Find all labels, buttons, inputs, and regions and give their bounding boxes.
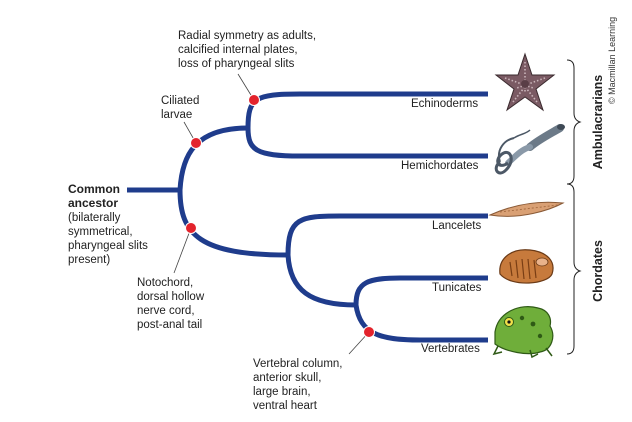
branch-lancelets — [285, 213, 488, 256]
trait-markers — [185, 94, 375, 338]
trait-vertebral-line1: Vertebral column, — [253, 358, 343, 370]
group-brackets — [566, 59, 582, 355]
trait-notochord-line3: nerve cord, — [137, 305, 195, 317]
root-desc-line3: pharyngeal slits — [68, 240, 148, 252]
trait-dot-radial — [248, 94, 260, 106]
leader-notochord — [173, 227, 192, 274]
root-desc-line1: (bilaterally — [68, 212, 121, 224]
trait-notochord-line4: post-anal tail — [137, 319, 203, 331]
trait-dot-ciliated — [190, 137, 202, 149]
trait-notochord-line2: dorsal hollow — [137, 291, 205, 303]
branch-olfactores — [285, 254, 357, 308]
taxon-tunicates: Tunicates — [432, 282, 482, 294]
taxon-hemichordates: Hemichordates — [401, 160, 479, 172]
taxon-lancelets: Lancelets — [432, 220, 482, 232]
trait-radial-line3: loss of pharyngeal slits — [178, 58, 295, 70]
frog-icon — [492, 306, 554, 359]
acorn-worm-icon — [494, 124, 565, 175]
root-title-line1: Common — [68, 182, 120, 196]
lancelet-icon — [488, 201, 565, 217]
branch-tunicates — [353, 275, 488, 306]
trait-ciliated-line1: Ciliated — [161, 95, 200, 107]
trait-dot-notochord — [185, 222, 197, 234]
branch-ambulacrarian-stem — [177, 125, 249, 191]
branch-hemichordates — [245, 127, 488, 159]
tunicate-icon — [499, 249, 554, 284]
root-title-line2: ancestor — [68, 196, 119, 210]
group-chordates: Chordates — [591, 240, 605, 302]
root-desc-line4: present) — [68, 254, 111, 266]
taxon-vertebrates: Vertebrates — [421, 343, 480, 355]
trait-ciliated-line2: larvae — [161, 109, 193, 121]
trait-vertebral-line4: ventral heart — [253, 400, 317, 412]
tree-branches — [127, 91, 488, 343]
starfish-icon — [494, 52, 556, 112]
root-desc-line2: symmetrical, — [68, 226, 133, 238]
group-ambulacrarians: Ambulacrarians — [591, 74, 605, 170]
copyright-credit: © Macmillan Learning — [607, 16, 617, 104]
trait-radial-line2: calcified internal plates, — [178, 44, 298, 56]
trait-radial-line1: Radial symmetry as adults, — [178, 30, 317, 42]
branch-vertebrates — [353, 304, 488, 343]
trait-vertebral-line3: large brain, — [253, 386, 311, 398]
bracket-chordates — [566, 183, 582, 355]
bracket-ambulacrarians — [566, 59, 582, 185]
branch-chordate-stem — [177, 189, 289, 258]
taxon-echinoderms: Echinoderms — [411, 98, 479, 110]
trait-dot-vertebral — [363, 326, 375, 338]
trait-notochord-line1: Notochord, — [137, 277, 194, 289]
trait-vertebral-line2: anterior skull, — [253, 372, 322, 384]
